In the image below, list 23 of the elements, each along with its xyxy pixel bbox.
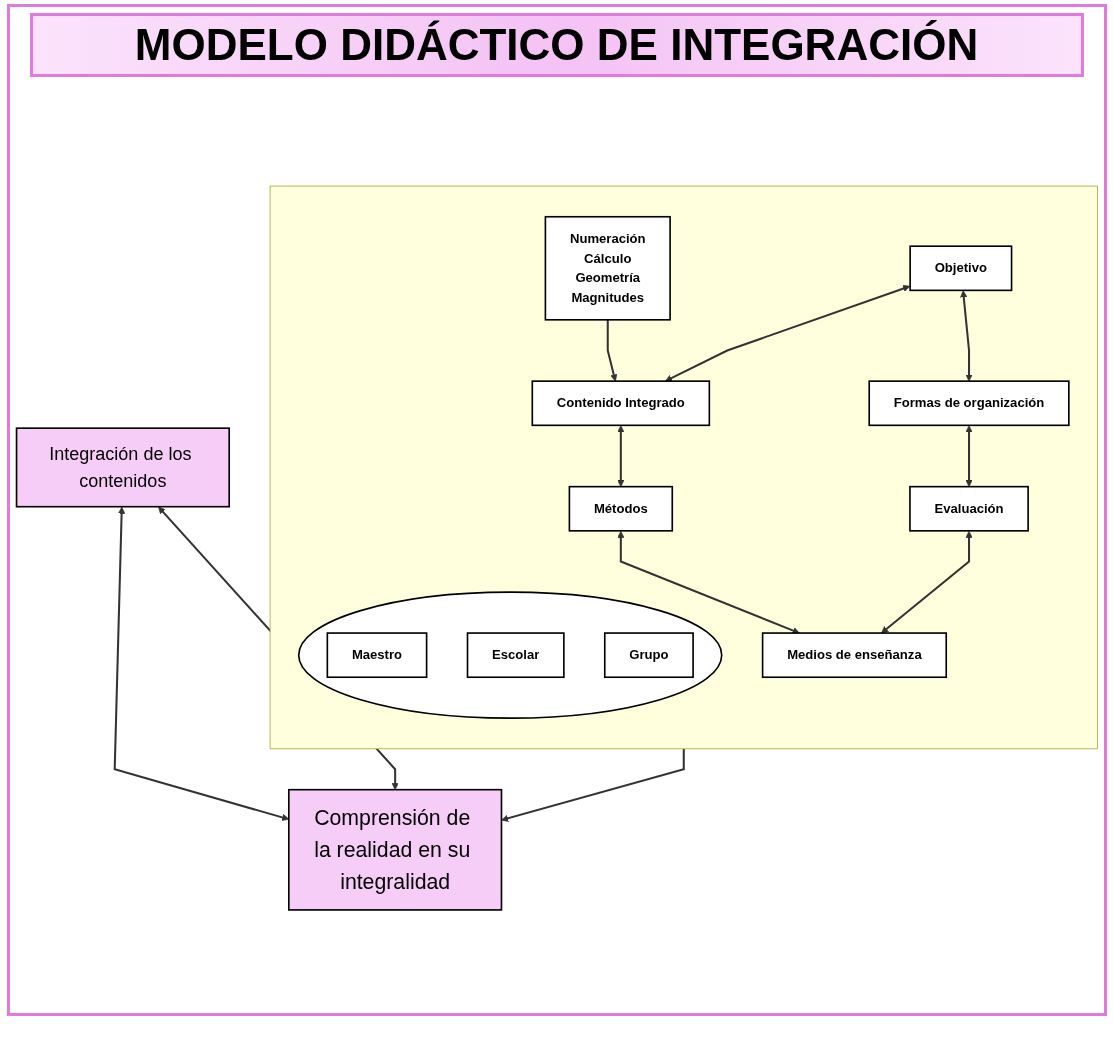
node-box: Comprensión de la realidad en su integralidad — [287, 788, 502, 911]
arrow — [959, 290, 973, 382]
node-box: Integración de los contenidos — [15, 427, 230, 508]
arrow — [113, 506, 289, 821]
node-box: Medios de enseñanza — [761, 632, 947, 679]
node-box: Escolar — [466, 632, 565, 679]
node-box: Maestro — [326, 632, 427, 679]
node-box: Formas de organización — [867, 380, 1070, 427]
arrow — [964, 425, 973, 487]
node-box: Objetivo — [908, 245, 1012, 292]
node-box: Numeración Cálculo Geometría Magnitudes — [544, 215, 671, 321]
arrow — [616, 425, 624, 487]
arrow — [880, 530, 973, 634]
arrow — [606, 319, 617, 382]
node-box: Evaluación — [908, 485, 1029, 532]
arrow — [500, 748, 685, 822]
cluster — [269, 185, 1098, 750]
node-box: Métodos — [568, 485, 673, 532]
node-box: Grupo — [603, 632, 694, 679]
arrow — [664, 285, 910, 382]
arrow — [616, 530, 800, 634]
node-box: Contenido Integrado — [531, 380, 710, 427]
diagram-title: MODELO DIDÁCTICO DE INTEGRACIÓN — [29, 13, 1084, 77]
